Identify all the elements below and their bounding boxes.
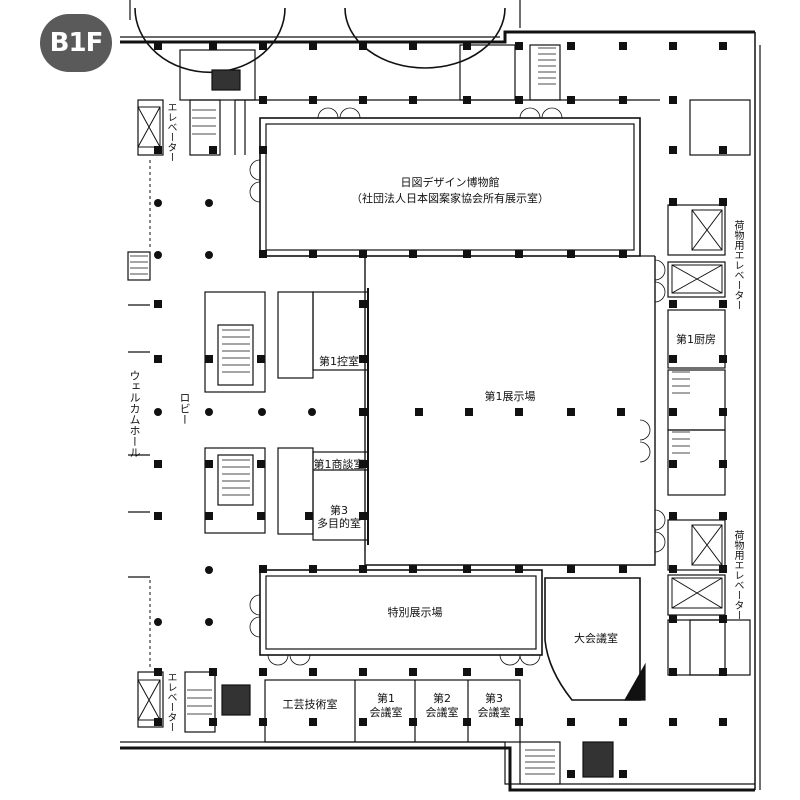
door-arcs [249,107,666,666]
columns-round [154,199,625,626]
conf2-line2[interactable]: 会議室 [425,706,459,719]
conf1-line1[interactable]: 第1 [377,692,395,705]
elevator-top-label: エレベーター [165,102,176,162]
conf3-line2[interactable]: 会議室 [477,706,511,719]
columns-square [154,42,727,778]
lobby-label: ロビー [178,392,191,425]
hall1-label[interactable]: 第1展示場 [484,390,536,403]
floor-badge: B1F [40,14,112,72]
craft-label[interactable]: 工芸技術室 [282,698,338,711]
cargo-top-label: 荷物用エレベーター [732,220,743,310]
welcome-hall-label: ウェルカムホール [128,370,141,458]
elevator-shafts [137,106,723,721]
conf3-line1[interactable]: 第3 [485,692,503,705]
conf1-line2[interactable]: 会議室 [369,706,403,719]
elevator-bottom-label: エレベーター [165,672,176,732]
multi3-line1[interactable]: 第3 [330,504,348,517]
conf2-line1[interactable]: 第2 [433,692,451,705]
multi3-line2[interactable]: 多目的室 [317,517,361,530]
cargo-bottom-label: 荷物用エレベーター [732,530,743,620]
special-hall-label[interactable]: 特別展示場 [387,606,443,619]
museum-label[interactable]: 日図デザイン博物館 [400,176,500,189]
waiting1-label[interactable]: 第1控室 [319,355,359,368]
museum-sub-label: （社団法人日本図案家協会所有展示室） [351,192,549,205]
walls [120,0,761,792]
kitchen-label[interactable]: 第1厨房 [676,333,716,346]
meeting1-label[interactable]: 第1商談室 [313,458,365,471]
stair-hatching [130,47,690,775]
big-conf-label[interactable]: 大会議室 [574,632,618,645]
